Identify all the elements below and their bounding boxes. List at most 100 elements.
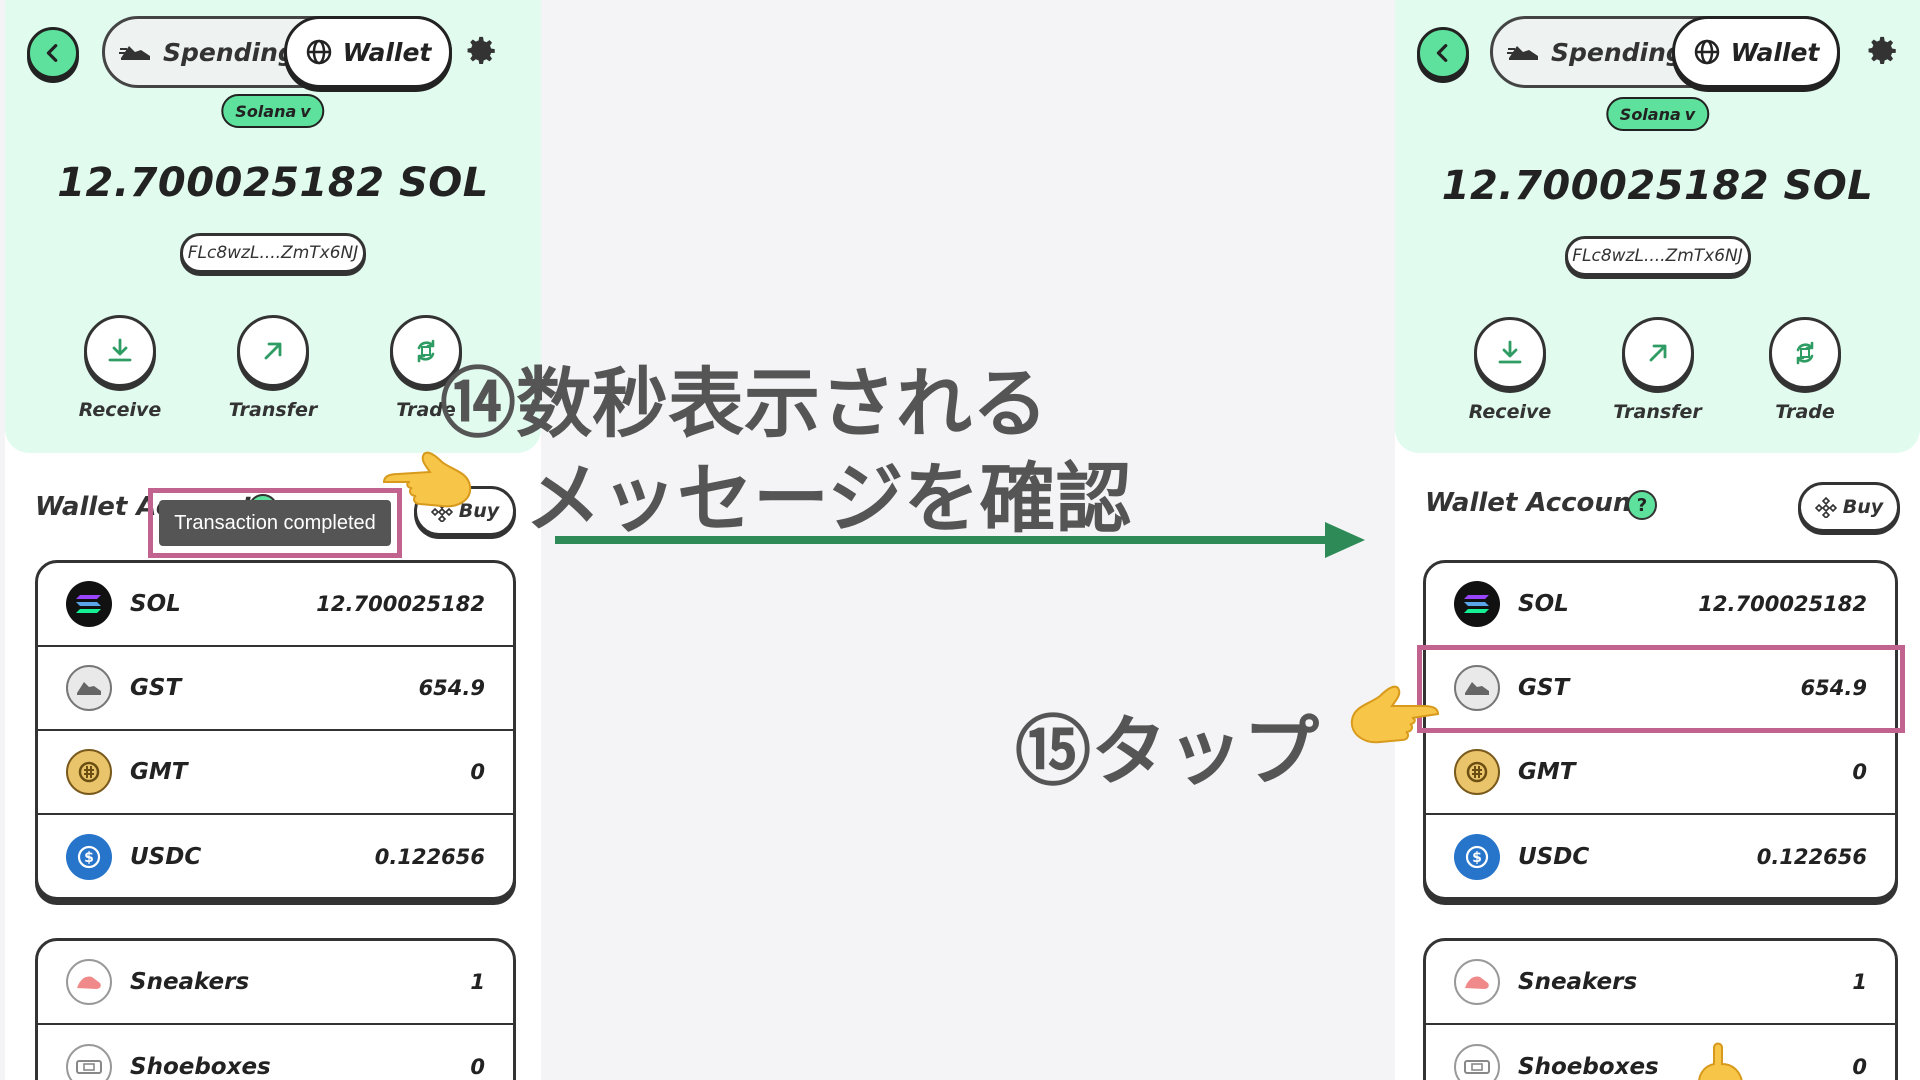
globe-icon: [306, 39, 331, 65]
token-amount: 12.700025182: [1698, 592, 1867, 616]
back-button[interactable]: [27, 27, 79, 79]
gmt-icon: [66, 749, 112, 795]
item-row-shoeboxes[interactable]: Shoeboxes 0: [1426, 1025, 1895, 1080]
receive-circle: [1474, 317, 1546, 389]
wallet-screen-before: Spending Wallet Solana v 12.700025182 SO…: [5, 0, 541, 1080]
arrow-up-right-icon: [1649, 344, 1666, 362]
swap-icon: [417, 339, 435, 363]
buy-label: Buy: [458, 500, 500, 522]
network-selector[interactable]: Solana v: [1605, 97, 1710, 131]
item-amount: 0: [1852, 1055, 1867, 1079]
pointing-hand-icon: [382, 451, 472, 508]
token-name: GST: [130, 675, 182, 701]
gear-icon[interactable]: [465, 34, 499, 68]
wallet-address[interactable]: FLc8wzL....ZmTx6NJ: [180, 233, 366, 273]
token-amount: 12.700025182: [316, 592, 485, 616]
token-row-usdc[interactable]: $ USDC 0.122656: [1426, 815, 1895, 897]
chevron-left-icon: [1436, 44, 1448, 62]
download-icon: [108, 338, 132, 362]
item-row-shoeboxes[interactable]: Shoeboxes 0: [38, 1025, 513, 1080]
gst-row-highlight: [1417, 645, 1905, 733]
token-row-sol[interactable]: SOL 12.700025182: [38, 563, 513, 647]
receive-label: Receive: [1468, 401, 1552, 423]
wallet-tab-label: Wallet: [342, 37, 432, 67]
trade-circle: [390, 315, 462, 387]
pointing-hand-icon: [1350, 685, 1440, 744]
sneaker-icon: [119, 46, 150, 60]
usdc-icon: $: [66, 834, 112, 880]
item-row-sneakers[interactable]: Sneakers 1: [38, 941, 513, 1025]
swap-icon: [1796, 341, 1814, 365]
transfer-button[interactable]: Transfer: [218, 315, 328, 421]
wallet-actions: Receive Transfer Trade: [65, 315, 481, 421]
receive-label: Receive: [78, 399, 162, 421]
transfer-circle: [237, 315, 309, 387]
receive-button[interactable]: Receive: [1455, 317, 1565, 423]
help-icon[interactable]: ?: [1627, 490, 1657, 520]
step14-annotation-line2: メッセージを確認: [525, 454, 1132, 543]
token-name: SOL: [130, 591, 181, 617]
chevron-down-icon: v: [300, 101, 311, 121]
wallet-tab[interactable]: Wallet: [1672, 16, 1840, 88]
wallet-tab[interactable]: Wallet: [284, 16, 452, 88]
wallet-actions: Receive Transfer Trade: [1455, 317, 1860, 423]
token-amount: 0.122656: [1756, 845, 1867, 869]
back-button[interactable]: [1417, 27, 1469, 79]
chevron-down-icon: v: [1684, 104, 1696, 124]
token-name: GST: [1518, 675, 1570, 701]
transfer-circle: [1621, 317, 1694, 389]
network-label: Solana: [235, 101, 297, 121]
transfer-label: Transfer: [228, 399, 318, 421]
wallet-balance: 12.700025182 SOL: [1441, 163, 1874, 209]
token-row-sol[interactable]: SOL 12.700025182: [1426, 563, 1895, 647]
item-amount: 0: [470, 1055, 485, 1079]
token-name: SOL: [1518, 591, 1569, 617]
receive-button[interactable]: Receive: [65, 315, 175, 421]
svg-text:$: $: [84, 850, 94, 866]
transfer-label: Transfer: [1613, 401, 1702, 423]
token-row-gmt[interactable]: GMT 0: [1426, 731, 1895, 815]
toast-highlight: Transaction completed: [148, 488, 402, 558]
token-amount: 654.9: [1800, 676, 1867, 700]
trade-label: Trade: [396, 399, 456, 421]
usdc-icon: $: [1454, 834, 1500, 880]
download-icon: [1498, 340, 1522, 364]
token-row-gst[interactable]: GST 654.9: [1426, 647, 1895, 731]
solana-icon: [1454, 581, 1500, 627]
token-name: GMT: [130, 759, 188, 785]
sneaker-icon: [66, 959, 112, 1005]
network-selector[interactable]: Solana v: [221, 94, 325, 128]
buy-button[interactable]: Buy: [1798, 482, 1900, 532]
step15-annotation: ⑮タップ: [1015, 707, 1319, 796]
pointing-hand-icon: [1698, 1042, 1743, 1080]
item-list: Sneakers 1 Shoeboxes 0: [1423, 938, 1898, 1080]
trade-button[interactable]: Trade: [1750, 317, 1860, 423]
shoebox-icon: [1454, 1044, 1500, 1080]
transfer-button[interactable]: Transfer: [1603, 317, 1713, 423]
spending-tab[interactable]: Spending: [1507, 19, 1684, 85]
spending-tab-label: Spending: [163, 37, 296, 67]
wallet-address[interactable]: FLc8wzL....ZmTx6NJ: [1564, 236, 1751, 276]
token-name: USDC: [1518, 844, 1590, 870]
spending-tab-label: Spending: [1551, 37, 1684, 67]
token-row-gst[interactable]: GST 654.9: [38, 647, 513, 731]
sneaker-icon: [1454, 959, 1500, 1005]
solana-icon: [66, 581, 112, 627]
binance-icon: [430, 500, 453, 522]
wallet-screen-after: Spending Wallet Solana v 12.700025182 SO…: [1395, 0, 1920, 1080]
gmt-icon: [1454, 749, 1500, 795]
gear-icon[interactable]: [1866, 34, 1900, 68]
spending-tab[interactable]: Spending: [119, 19, 296, 85]
token-row-gmt[interactable]: GMT 0: [38, 731, 513, 815]
item-amount: 1: [470, 970, 485, 994]
item-list: Sneakers 1 Shoeboxes 0: [35, 938, 516, 1080]
item-amount: 1: [1852, 970, 1867, 994]
token-row-usdc[interactable]: $ USDC 0.122656: [38, 815, 513, 897]
step14-annotation-line1: ⑭数秒表示される: [440, 359, 1048, 448]
item-row-sneakers[interactable]: Sneakers 1: [1426, 941, 1895, 1025]
wallet-hero: Spending Wallet Solana v 12.700025182 SO…: [5, 0, 541, 453]
trade-button[interactable]: Trade: [371, 315, 481, 421]
item-name: Shoeboxes: [130, 1054, 271, 1080]
svg-text:$: $: [1472, 850, 1482, 866]
network-label: Solana: [1619, 104, 1681, 124]
